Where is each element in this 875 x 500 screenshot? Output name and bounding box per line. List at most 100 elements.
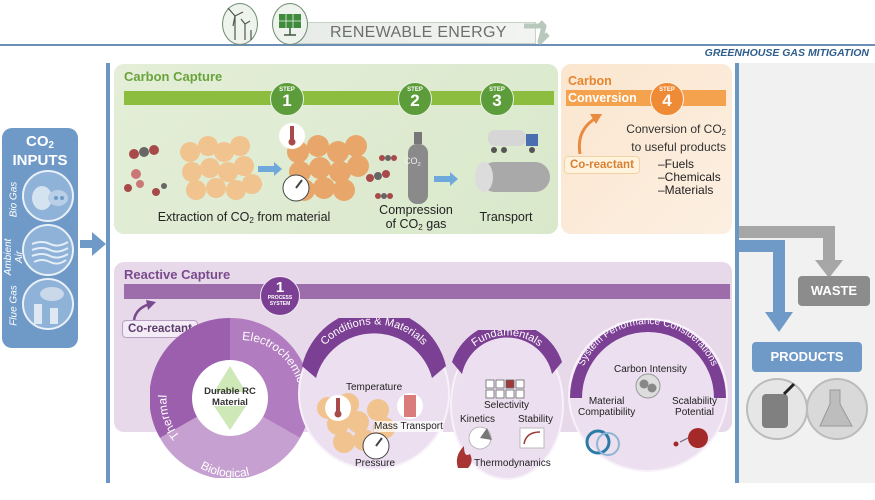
left-flow-line <box>106 63 110 483</box>
co2-tank-label: CO2 <box>404 156 421 168</box>
badge-text: SYSTEM <box>269 301 291 307</box>
stability-label: Stability <box>518 414 554 425</box>
recycle-icon <box>214 366 246 430</box>
carbon-capture-title: Carbon Capture <box>124 69 223 84</box>
material-compatibility-label: Material Compatibility <box>578 396 635 418</box>
waste-arrow-icon <box>815 260 843 278</box>
kinetics-label: Kinetics <box>460 414 496 425</box>
desc-subscript: 2 <box>721 128 726 137</box>
coreactant-arrow-icon <box>132 300 156 321</box>
caption-text: Extraction of CO <box>157 210 250 224</box>
mass-transport-label: Mass Transport <box>374 421 443 432</box>
caption-text: Compression <box>379 203 453 217</box>
scalability-potential-label: Scalability Potential <box>672 396 717 418</box>
caption-subscript: 2 <box>418 223 423 232</box>
extraction-caption: Extraction of CO2 from material <box>146 210 342 228</box>
caption-subscript: 2 <box>249 216 254 225</box>
tank-label-text: CO <box>404 156 418 166</box>
sorbent-material-icon <box>180 136 262 200</box>
step-number: 1 <box>282 91 292 110</box>
fuel-canister-icon <box>746 378 808 440</box>
durable-rc-material-label: Durable RC Material <box>198 386 262 408</box>
selectivity-label: Selectivity <box>484 400 530 411</box>
system-performance-title: System Performance Considerations <box>576 318 719 368</box>
tank-label-subscript: 2 <box>417 162 421 168</box>
label-text: Scalability <box>672 396 718 407</box>
flame-icon <box>456 446 472 468</box>
reactive-capture-title: Reactive Capture <box>124 267 231 282</box>
co2-inputs-panel: CO2 INPUTS Bio Gas Ambient Air Flue Gas <box>2 128 78 348</box>
step-word: STEP <box>279 87 295 93</box>
products-arrow-icon <box>765 312 793 332</box>
conversion-description: Conversion of CO2 to useful products <box>614 122 726 154</box>
desc-text: to useful products <box>631 140 726 154</box>
greenhouse-gas-mitigation-label: GREENHOUSE GAS MITIGATION <box>704 47 869 59</box>
label-text: Compatibility <box>578 407 636 418</box>
pressure-label: Pressure <box>355 458 396 469</box>
renewable-arrow-icon <box>524 20 550 45</box>
chemistry-flask-icon <box>806 378 868 440</box>
carbon-conversion-title-line2: Conversion <box>568 91 637 105</box>
step-number: 3 <box>492 91 502 110</box>
flue-gas-label: Flue Gas <box>8 285 20 326</box>
co2-tank-icon <box>408 144 428 204</box>
renewable-energy-band <box>296 22 536 44</box>
smokestack-icon <box>22 278 74 330</box>
badge-number: 1 <box>275 279 285 296</box>
products-box: PRODUCTS <box>752 342 862 372</box>
ambient-air-label: Ambient Air <box>3 238 25 276</box>
svg-text:System Performance Considerati: System Performance Considerations <box>576 318 719 368</box>
air-waves-icon <box>22 224 74 276</box>
thermodynamics-label: Thermodynamics <box>474 458 551 469</box>
process-system-badge: 1 PROCESS SYSTEM <box>260 276 300 316</box>
waste-box: WASTE <box>798 276 870 306</box>
truck-icon <box>488 130 526 146</box>
step-word: STEP <box>407 87 423 93</box>
svg-text:Fundamentals: Fundamentals <box>469 330 545 349</box>
step-4-badge: STEP 4 <box>650 82 684 116</box>
selectivity-grid-icon <box>485 379 525 399</box>
material-compatibility-icon <box>585 429 611 455</box>
renewable-energy-label: RENEWABLE ENERGY <box>330 24 507 41</box>
biological-segment <box>160 398 300 478</box>
carbon-conversion-title: Carbon <box>568 74 612 88</box>
output-flow-arrows <box>739 226 843 332</box>
coreactant-label: Co-reactant <box>122 320 198 338</box>
product-list: –Fuels –Chemicals –Materials <box>658 158 721 197</box>
desc-text: Conversion of CO <box>626 122 722 136</box>
inputs-arrow-icon <box>80 232 106 256</box>
step-3-badge: STEP 3 <box>480 82 514 116</box>
solar-panel-icon <box>272 3 308 45</box>
cow-icon <box>22 170 74 222</box>
stability-chart-icon <box>519 427 545 449</box>
temperature-label: Temperature <box>346 382 403 393</box>
product-item: –Chemicals <box>658 170 721 184</box>
center-text: Material <box>212 397 248 408</box>
co2-title-text: CO <box>26 133 49 150</box>
product-item: –Fuels <box>658 157 695 171</box>
transport-caption: Transport <box>479 210 533 224</box>
fundamentals-title: Fundamentals <box>469 330 545 349</box>
step-number: 2 <box>410 91 420 110</box>
co2-molecules-icon <box>124 145 167 196</box>
coreactant-label: Co-reactant <box>564 156 640 174</box>
inputs-title-text: INPUTS <box>12 152 68 169</box>
flow-arrow-icon <box>434 172 458 186</box>
center-text: Durable RC <box>204 386 256 397</box>
header-divider <box>0 44 875 46</box>
caption-text: from material <box>253 210 331 224</box>
reactive-capture-bar <box>124 284 730 299</box>
step-word: STEP <box>659 87 675 93</box>
product-item: –Materials <box>658 183 714 197</box>
carbon-conversion-bar <box>566 90 726 106</box>
caption-text: gas <box>422 217 447 231</box>
conditions-materials-header: Conditions & Materials <box>302 318 446 460</box>
co2-title-subscript: 2 <box>48 140 54 151</box>
carbon-intensity-label: Carbon Intensity <box>614 364 687 375</box>
scalability-icon <box>673 441 679 447</box>
process-type-wheel: Thermal Electrochemical Biological <box>150 318 310 478</box>
step-2-badge: STEP 2 <box>398 82 432 116</box>
step-number: 4 <box>662 91 672 110</box>
released-co2-icon <box>366 155 397 199</box>
